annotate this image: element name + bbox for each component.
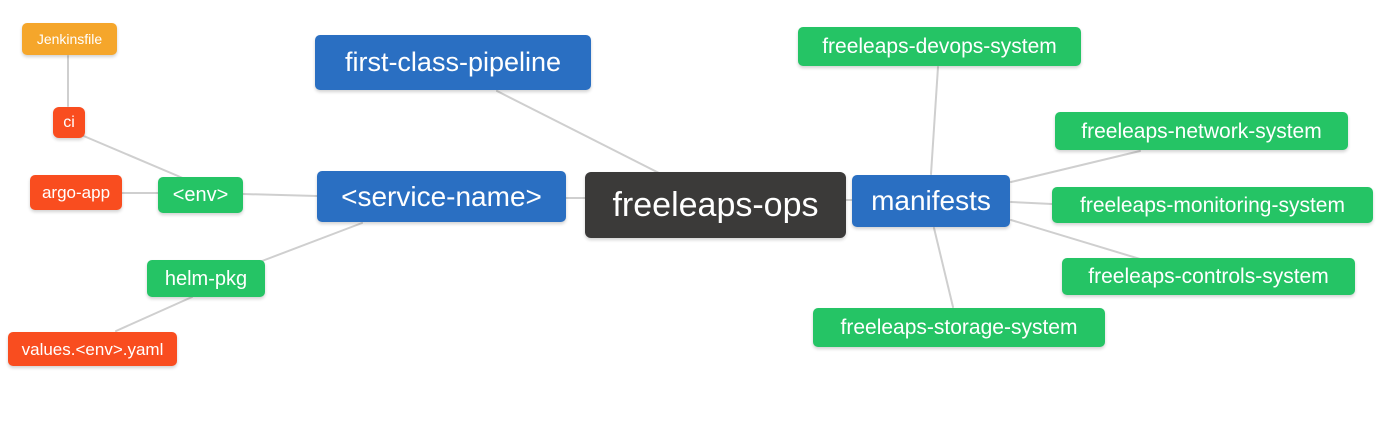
edge-values-helm-pkg — [115, 296, 193, 332]
node-helm-pkg[interactable]: helm-pkg — [147, 260, 265, 297]
node-jenkinsfile[interactable]: Jenkinsfile — [22, 23, 117, 55]
edge-helm-pkg-service-name — [261, 222, 363, 262]
node-freeleaps-network-system[interactable]: freeleaps-network-system — [1055, 112, 1348, 150]
edge-manifests-network — [1010, 150, 1141, 183]
node-manifests[interactable]: manifests — [852, 175, 1010, 227]
edge-manifests-devops — [930, 66, 939, 175]
edge-first-class-pipeline-freeleaps-ops — [496, 90, 660, 174]
node-freeleaps-storage-system[interactable]: freeleaps-storage-system — [813, 308, 1105, 347]
node-freeleaps-devops-system[interactable]: freeleaps-devops-system — [798, 27, 1081, 66]
edge-ci-env — [78, 133, 186, 180]
node-first-class-pipeline[interactable]: first-class-pipeline — [315, 35, 591, 90]
node-ci[interactable]: ci — [53, 107, 85, 138]
node-service-name[interactable]: <service-name> — [317, 171, 566, 222]
edge-env-service-name — [242, 193, 318, 197]
node-freeleaps-controls-system[interactable]: freeleaps-controls-system — [1062, 258, 1355, 295]
node-env[interactable]: <env> — [158, 177, 243, 213]
node-freeleaps-ops-root[interactable]: freeleaps-ops — [585, 172, 846, 238]
node-argo-app[interactable]: argo-app — [30, 175, 122, 210]
edge-manifests-storage — [933, 227, 954, 308]
node-values-env-yaml[interactable]: values.<env>.yaml — [8, 332, 177, 366]
edge-manifests-monitoring — [1010, 201, 1053, 205]
node-freeleaps-monitoring-system[interactable]: freeleaps-monitoring-system — [1052, 187, 1373, 223]
edge-manifests-controls — [1010, 219, 1141, 260]
